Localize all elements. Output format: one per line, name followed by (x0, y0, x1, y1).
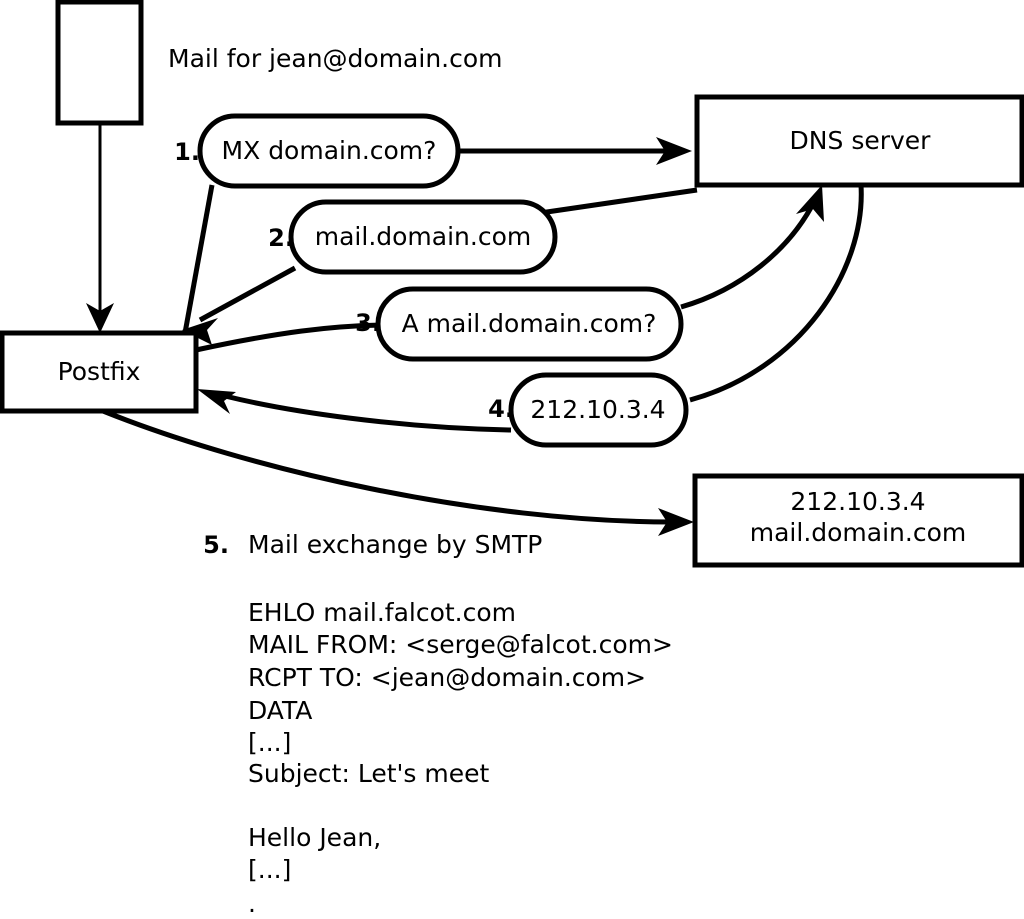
step-1-label: MX domain.com? (222, 136, 437, 165)
edge-mx-answer-to-postfix (182, 265, 297, 345)
node-target-server[interactable]: 212.10.3.4 mail.domain.com (692, 473, 1024, 568)
edge-mx-bubble-tail (182, 184, 215, 334)
smtp-line: RCPT TO: <jean@domain.com> (248, 663, 646, 692)
smtp-line: [...] (248, 728, 291, 757)
edge-mail-source-to-postfix (86, 123, 114, 333)
step-3-number: 3. (355, 309, 381, 337)
smtp-line: . (248, 889, 256, 918)
smtp-transcript: EHLO mail.falcot.com MAIL FROM: <serge@f… (248, 598, 673, 918)
smtp-line: Subject: Let's meet (248, 759, 489, 788)
step-4-bubble[interactable]: 212.10.3.4 (508, 372, 689, 448)
edge-smtp-exchange (102, 408, 694, 536)
node-dns-server-label: DNS server (790, 126, 932, 155)
node-dns-server[interactable]: DNS server (694, 94, 1024, 188)
step-1-number: 1. (174, 138, 200, 166)
smtp-line: DATA (248, 696, 312, 725)
edge-mx-answer-from-dns (539, 187, 698, 216)
node-target-server-host: mail.domain.com (750, 518, 966, 547)
smtp-line: [...] (248, 855, 291, 884)
step-1-bubble[interactable]: MX domain.com? (197, 113, 461, 189)
step-4-label: 212.10.3.4 (530, 395, 665, 424)
node-postfix-label: Postfix (58, 357, 141, 386)
step-2-bubble[interactable]: mail.domain.com (288, 199, 558, 275)
step-3-label: A mail.domain.com? (402, 309, 657, 338)
edge-a-answer-from-dns (689, 184, 864, 403)
edge-a-query-to-dns (680, 185, 824, 310)
page-title-note: Mail for jean@domain.com (168, 44, 503, 73)
smtp-line: MAIL FROM: <serge@falcot.com> (248, 630, 673, 659)
step-3-bubble[interactable]: A mail.domain.com? (375, 286, 684, 362)
step-5-number: 5. (203, 531, 229, 559)
step-2-number: 2. (268, 224, 294, 252)
smtp-line: Hello Jean, (248, 823, 381, 852)
edge-mx-query (458, 137, 692, 165)
node-mail-source (55, 0, 144, 126)
node-target-server-ip: 212.10.3.4 (790, 487, 925, 516)
edge-a-query-from-postfix (195, 322, 383, 353)
edge-a-answer-to-postfix (197, 389, 512, 433)
step-4-number: 4. (488, 395, 514, 423)
node-postfix[interactable]: Postfix (0, 330, 199, 414)
step-2-label: mail.domain.com (315, 222, 531, 251)
step-5-label: Mail exchange by SMTP (248, 530, 542, 559)
smtp-line: EHLO mail.falcot.com (248, 598, 516, 627)
